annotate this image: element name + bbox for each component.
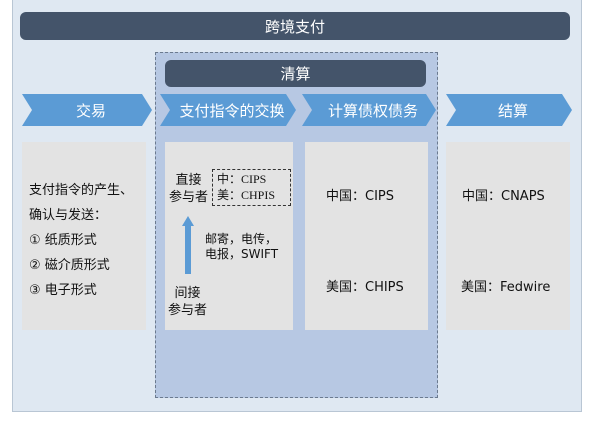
stage-settlement: 结算 (446, 94, 572, 126)
stage-instruction-exchange: 支付指令的交换 (160, 94, 296, 126)
label: 间接 (174, 286, 201, 301)
text-line: ① 纸质形式 (29, 233, 97, 248)
transaction-box: 支付指令的产生、 确认与发送： ① 纸质形式 ② 磁介质形式 ③ 电子形式 (22, 142, 146, 330)
system-cn: 中：CIPS (217, 172, 267, 186)
settlement-box: 中国：CNAPS 美国：Fedwire (446, 142, 570, 330)
arrow-up-icon (182, 216, 194, 226)
text-line: ③ 电子形式 (29, 283, 97, 298)
calc-us: 美国：CHIPS (326, 280, 404, 295)
label: 电报，SWIFT (205, 247, 279, 261)
calc-cn: 中国：CIPS (326, 189, 395, 204)
system-us: 美：CHPIS (217, 188, 276, 202)
direct-participant: 直接 参与者 (169, 172, 208, 206)
arrow-shaft (185, 226, 191, 274)
direct-systems-box: 中：CIPS 美：CHPIS (212, 169, 291, 206)
text-line: 确认与发送： (29, 208, 108, 223)
settle-us: 美国：Fedwire (461, 280, 551, 295)
label: 邮寄，电传， (205, 232, 278, 246)
indirect-participant: 间接 参与者 (168, 285, 207, 319)
exchange-box: 直接 参与者 中：CIPS 美：CHPIS 邮寄，电传， 电报，SWIFT 间接… (165, 142, 293, 330)
label: 参与者 (169, 190, 209, 205)
stage-calculation: 计算债权债务 (302, 94, 436, 126)
label: 参与者 (168, 303, 208, 318)
calculation-box: 中国：CIPS 美国：CHIPS (305, 142, 428, 330)
settle-cn: 中国：CNAPS (462, 189, 545, 204)
stage-transaction: 交易 (22, 94, 152, 126)
text-line: 支付指令的产生、 (29, 183, 134, 198)
label: 直接 (175, 173, 202, 188)
channels: 邮寄，电传， 电报，SWIFT (205, 232, 278, 262)
cross-border-payment-header: 跨境支付 (20, 12, 570, 40)
clearing-header: 清算 (165, 60, 426, 87)
text-line: ② 磁介质形式 (29, 258, 110, 273)
